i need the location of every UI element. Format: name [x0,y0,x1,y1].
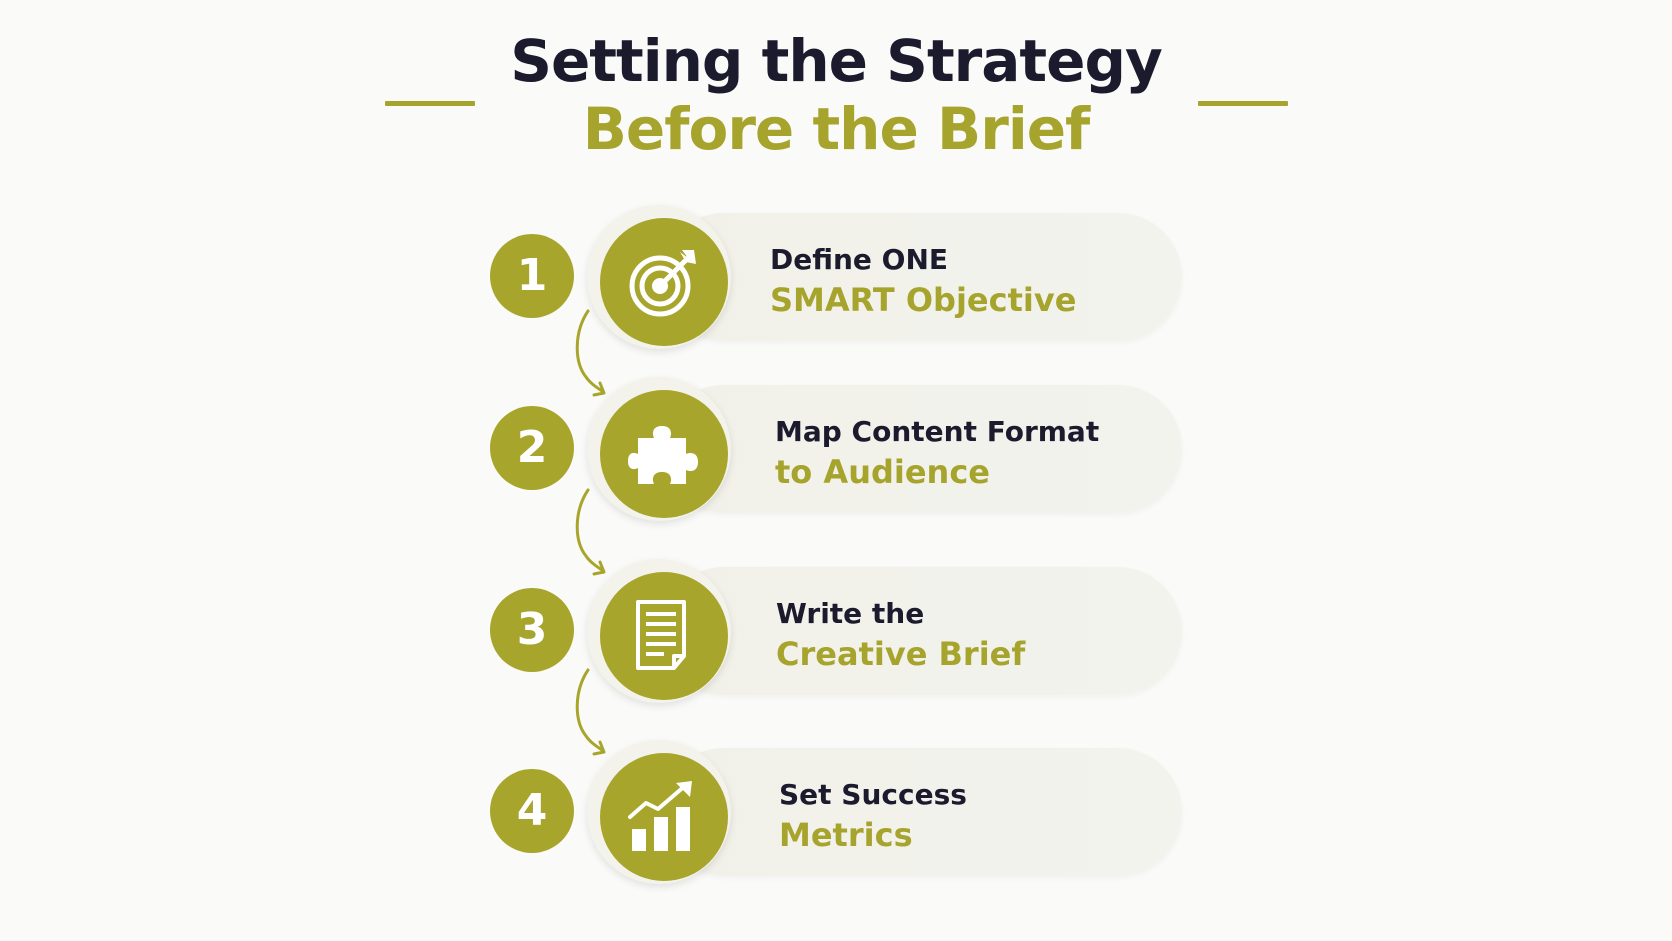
step-3: 3 Write the Creative Brief [0,555,1672,705]
step-1-icon-circle [600,218,728,346]
title-line-1: Setting the Strategy [510,27,1163,95]
step-3-subtitle: Creative Brief [776,635,1026,673]
growth-chart-icon [628,781,692,851]
step-3-title: Write the [776,597,925,630]
step-3-to-4-arrow [575,668,606,756]
step-1-pill [660,213,1182,341]
step-4-icon-circle [600,753,728,881]
step-2-text: Map Content Format to Audience [775,413,1099,493]
step-1: 1 Define ONE SMART Objective [0,201,1672,351]
target-icon [629,250,696,317]
step-3-number: 3 [490,588,574,672]
title-divider-left [385,101,475,106]
step-1-to-2-arrow [575,309,606,397]
step-1-subtitle: SMART Objective [770,281,1077,319]
step-4-title: Set Success [779,778,967,811]
step-2-pill [660,385,1182,513]
step-1-text: Define ONE SMART Objective [770,241,1076,321]
step-2-subtitle: to Audience [775,453,990,491]
step-3-text: Write the Creative Brief [776,595,1025,675]
step-2-title: Map Content Format [775,415,1100,448]
step-4-text: Set Success Metrics [779,776,967,856]
step-2-number: 2 [490,406,574,490]
step-3-pill [660,567,1182,695]
puzzle-icon [628,426,698,484]
step-2: 2 Map Content Format to Audience [0,373,1672,523]
step-3-icon-circle [600,572,728,700]
title-line-2: Before the Brief [582,95,1091,163]
step-2-to-3-arrow [575,488,606,576]
title-divider-right [1198,101,1288,106]
document-icon [636,600,686,670]
step-1-number: 1 [490,234,574,318]
step-4-subtitle: Metrics [779,816,913,854]
step-4-number: 4 [490,769,574,853]
step-4: 4 Set Success Metrics [0,736,1672,886]
step-1-title: Define ONE [770,243,949,276]
step-2-icon-circle [600,390,728,518]
step-4-pill [660,748,1182,876]
